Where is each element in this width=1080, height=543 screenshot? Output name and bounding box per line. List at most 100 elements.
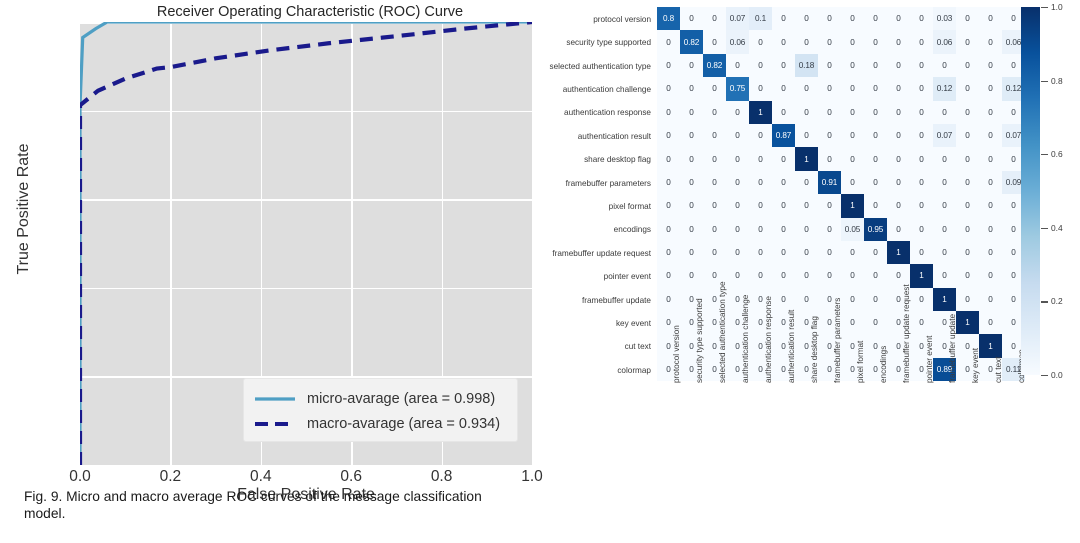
heatmap-cell: 0 — [703, 30, 726, 54]
heatmap-cell: 0 — [772, 311, 795, 335]
heatmap-cell: 0 — [818, 217, 841, 241]
gridline-vertical — [260, 22, 263, 465]
heatmap-cell: 0 — [703, 311, 726, 335]
heatmap-cell: 0 — [818, 30, 841, 54]
heatmap-row-label: security type supported — [566, 38, 651, 48]
heatmap-row-label: authentication result — [577, 131, 651, 141]
heatmap-cell: 0 — [887, 287, 910, 312]
heatmap-cell: 0 — [749, 240, 772, 265]
heatmap-row-label: framebuffer update — [581, 295, 651, 305]
heatmap-cell: 0 — [795, 217, 818, 241]
heatmap-cell: 0 — [657, 334, 680, 358]
roc-curves — [80, 22, 532, 465]
heatmap-cell: 1 — [887, 240, 910, 265]
roc-x-tick-label: 0.4 — [250, 468, 272, 485]
heatmap-row-label: pixel format — [608, 201, 651, 211]
heatmap-cell: 0 — [979, 147, 1002, 171]
heatmap-column-label: cut text — [993, 356, 1003, 383]
heatmap-cell: 1 — [749, 100, 772, 124]
heatmap-cell: 0 — [818, 100, 841, 124]
heatmap-cell: 0.07 — [1002, 123, 1025, 148]
heatmap-colorbar — [1021, 7, 1040, 375]
heatmap-cell: 0 — [887, 357, 910, 382]
colorbar-tick-label: 0.8 — [1051, 75, 1063, 86]
heatmap-cell: 0 — [680, 334, 703, 358]
heatmap-cell: 0 — [703, 147, 726, 171]
heatmap-cell: 0 — [749, 53, 772, 78]
heatmap-cell: 0 — [841, 123, 864, 148]
heatmap-cell: 0 — [910, 170, 933, 195]
heatmap-cell: 0 — [726, 287, 749, 312]
heatmap-cell: 0 — [795, 264, 818, 288]
heatmap-cell: 0 — [1002, 287, 1025, 312]
heatmap-cell: 0 — [703, 287, 726, 312]
heatmap-cell: 0 — [956, 240, 979, 265]
heatmap-cell: 0 — [680, 123, 703, 148]
heatmap-cell: 0 — [864, 123, 887, 148]
heatmap-cell: 0 — [818, 357, 841, 382]
roc-x-tick-label: 0.8 — [430, 468, 453, 485]
heatmap-column-label: framebuffer parameters — [832, 297, 842, 383]
heatmap-row-label: protocol version — [593, 14, 651, 24]
roc-chart-title: Receiver Operating Characteristic (ROC) … — [156, 4, 464, 20]
heatmap-cell: 0 — [818, 334, 841, 358]
legend-label-micro: micro-avarage (area = 0.998) — [307, 390, 496, 407]
roc-x-tick-label: 1.0 — [521, 468, 543, 485]
heatmap-cell: 0 — [680, 264, 703, 288]
heatmap-cell: 0 — [1002, 194, 1025, 218]
heatmap-cell: 0 — [657, 147, 680, 171]
heatmap-cell: 0 — [956, 77, 979, 101]
heatmap-cell: 0.82 — [703, 53, 726, 78]
heatmap-cell: 0 — [749, 311, 772, 335]
roc-x-tick-label: 0.6 — [340, 468, 362, 485]
heatmap-cell: 0 — [841, 30, 864, 54]
heatmap-cell: 0 — [864, 77, 887, 101]
heatmap-cell: 0 — [657, 240, 680, 265]
heatmap-cell: 0.12 — [933, 77, 956, 101]
heatmap-cell: 0 — [818, 147, 841, 171]
heatmap-cell: 0 — [703, 77, 726, 101]
heatmap-cell: 0 — [841, 100, 864, 124]
heatmap-cell: 0 — [795, 30, 818, 54]
heatmap-cell: 0 — [795, 287, 818, 312]
colorbar-tick-label: 1.0 — [1051, 2, 1063, 12]
heatmap-cell: 0 — [979, 311, 1002, 335]
heatmap-cell: 0.87 — [772, 123, 795, 148]
gridline-horizontal — [80, 376, 532, 378]
heatmap-cell: 0 — [749, 147, 772, 171]
heatmap-cell: 0 — [680, 194, 703, 218]
heatmap-cell: 0 — [772, 30, 795, 54]
roc-x-axis-label: False Positive Rate — [237, 486, 375, 503]
heatmap-cell: 0 — [795, 7, 818, 31]
colorbar-tick-label: 0.4 — [1051, 222, 1063, 233]
heatmap-row-label: colormap — [617, 365, 651, 375]
heatmap-cell: 0 — [772, 77, 795, 101]
heatmap-cell: 0 — [979, 170, 1002, 195]
heatmap-cell: 0 — [818, 77, 841, 101]
heatmap-cell: 0 — [864, 170, 887, 195]
heatmap-cell: 0 — [956, 30, 979, 54]
gridline-horizontal — [80, 287, 532, 290]
heatmap-column-label: key event — [970, 347, 980, 383]
colorbar-tick-mark — [1041, 154, 1048, 156]
heatmap-cell: 0 — [910, 77, 933, 101]
heatmap-cell: 0 — [956, 217, 979, 241]
heatmap-cell: 0 — [841, 357, 864, 382]
heatmap-cell: 0 — [657, 30, 680, 54]
heatmap-column-label: protocol version — [671, 325, 681, 383]
heatmap-cell: 0 — [910, 287, 933, 312]
heatmap-cell: 0 — [841, 7, 864, 31]
heatmap-cell: 0 — [956, 357, 979, 382]
heatmap-cell: 0 — [772, 170, 795, 195]
heatmap-cell: 0 — [979, 217, 1002, 241]
heatmap-cell: 0 — [772, 357, 795, 382]
heatmap-row-label: authentication challenge — [562, 84, 651, 94]
heatmap-column-label: pointer event — [924, 335, 934, 383]
heatmap-row-label: selected authentication type — [549, 61, 651, 71]
heatmap-cell: 0 — [795, 170, 818, 195]
heatmap-cell: 0 — [818, 123, 841, 148]
heatmap-cell: 0 — [703, 217, 726, 241]
gridline-horizontal — [80, 110, 532, 113]
heatmap-cell: 0 — [657, 123, 680, 148]
